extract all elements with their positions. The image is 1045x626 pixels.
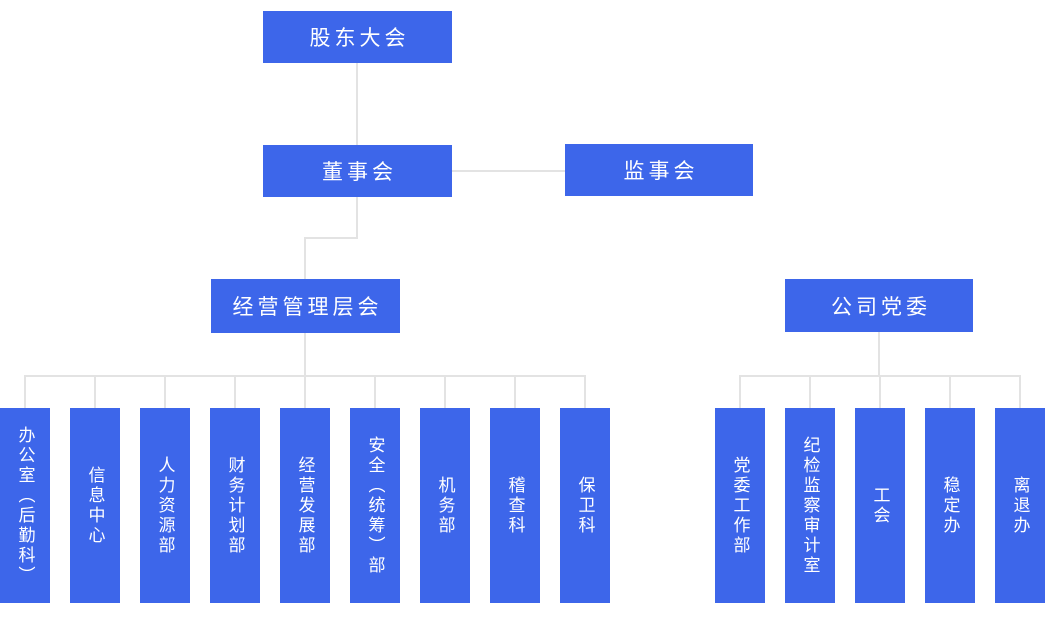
dept-labor-union: 工会 — [855, 408, 905, 603]
shareholders-meeting-node: 股东大会 — [263, 11, 452, 63]
dept-discipline-inspection-audit: 纪检监察审计室 — [785, 408, 835, 603]
dept-party-work: 党委工作部 — [715, 408, 765, 603]
dept-inspection-section: 稽查科 — [490, 408, 540, 603]
dept-machinery: 机务部 — [420, 408, 470, 603]
connector-drop — [514, 375, 516, 408]
dept-human-resources: 人力资源部 — [140, 408, 190, 603]
connector-shareholders-board — [356, 63, 358, 145]
connector-drop — [374, 375, 376, 408]
dept-safety-coordination: 安全（统筹）部 — [350, 408, 400, 603]
connector-drop — [739, 375, 741, 408]
connector-board-down — [356, 197, 358, 239]
connector-drop — [444, 375, 446, 408]
dept-retiree-office: 离退办 — [995, 408, 1045, 603]
dept-information-center: 信息中心 — [70, 408, 120, 603]
connector-drop — [809, 375, 811, 408]
connector-drop — [94, 375, 96, 408]
connector-drop — [879, 375, 881, 408]
dept-business-development: 经营发展部 — [280, 408, 330, 603]
party-committee-node: 公司党委 — [785, 279, 973, 332]
connector-management-down — [304, 333, 306, 375]
connector-party-down — [878, 332, 880, 375]
connector-drop — [164, 375, 166, 408]
connector-to-management — [304, 237, 306, 279]
connector-drop — [24, 375, 26, 408]
connector-board-jog — [304, 237, 358, 239]
dept-security-section: 保卫科 — [560, 408, 610, 603]
dept-stability-office: 稳定办 — [925, 408, 975, 603]
connector-drop — [304, 375, 306, 408]
board-of-directors-node: 董事会 — [263, 145, 452, 197]
connector-drop — [949, 375, 951, 408]
connector-drop — [234, 375, 236, 408]
dept-finance-planning: 财务计划部 — [210, 408, 260, 603]
connector-board-supervisory — [452, 170, 565, 172]
connector-drop — [1019, 375, 1021, 408]
management-committee-node: 经营管理层会 — [211, 279, 400, 333]
dept-office-logistics: 办公室（后勤科） — [0, 408, 50, 603]
supervisory-board-node: 监事会 — [565, 144, 753, 196]
connector-drop — [584, 375, 586, 408]
